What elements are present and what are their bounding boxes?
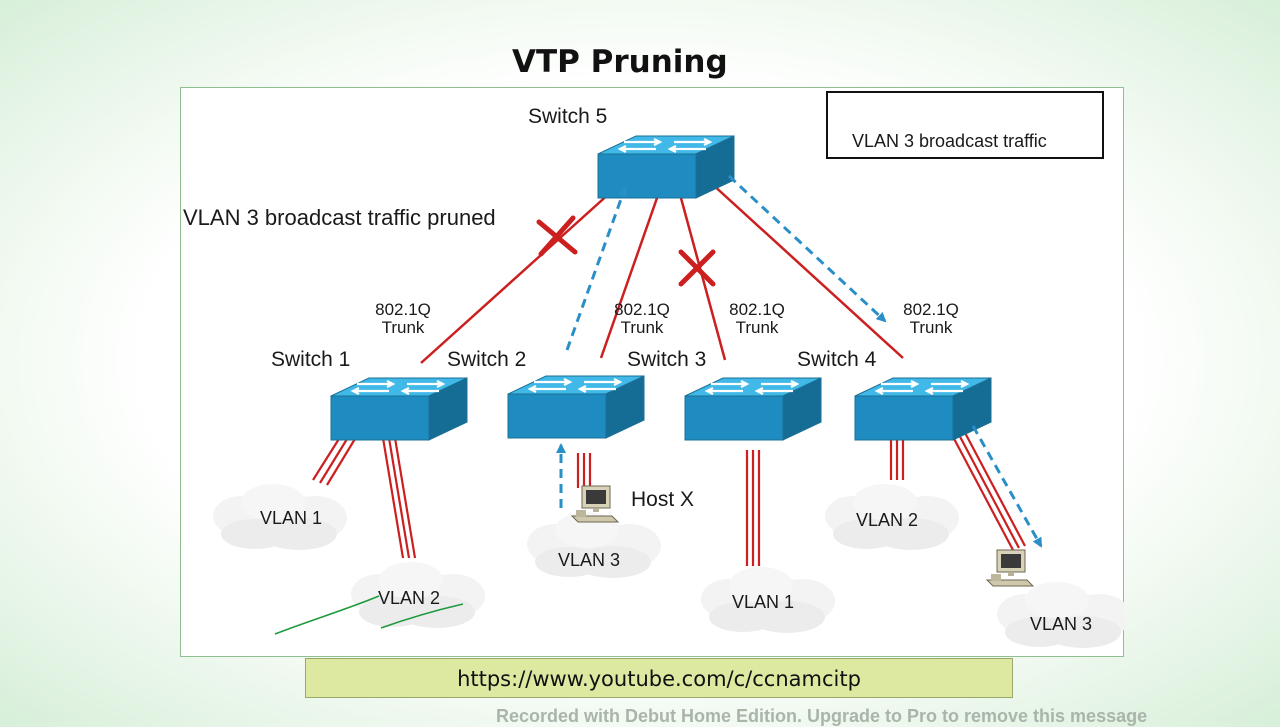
host-x-label: Host X xyxy=(631,488,695,511)
cloud-label-vlan1: VLAN 1 xyxy=(259,508,323,528)
host-x-computer xyxy=(571,485,619,523)
trunk-label-line2: Trunk xyxy=(735,318,779,337)
switch-4-label: Switch 4 xyxy=(797,348,877,371)
trunk-lines xyxy=(420,182,904,364)
cloud-label-vlan2-b: VLAN 2 xyxy=(855,510,919,530)
switch-1 xyxy=(329,376,469,442)
switch-3 xyxy=(683,376,823,442)
switch-2 xyxy=(506,374,646,440)
pen-annotation-2 xyxy=(380,603,464,629)
cloud-label-vlan3: VLAN 3 xyxy=(557,550,621,570)
trunk-label-line2: Trunk xyxy=(381,318,425,337)
switch-5-label: Switch 5 xyxy=(528,105,608,128)
cloud-label-vlan3-b: VLAN 3 xyxy=(1029,614,1093,634)
trunk-label-line2: Trunk xyxy=(909,318,953,337)
legend-label: VLAN 3 broadcast traffic xyxy=(852,131,1047,151)
switch-1-label: Switch 1 xyxy=(271,348,351,371)
trunk-label-line1: 802.1Q xyxy=(729,300,785,319)
cloud-label-vlan2: VLAN 2 xyxy=(377,588,441,608)
trunk-label-line2: Trunk xyxy=(620,318,664,337)
legend: VLAN 3 broadcast traffic xyxy=(826,91,1104,159)
switch-5 xyxy=(596,134,736,200)
pruned-annotation: VLAN 3 broadcast traffic pruned xyxy=(183,205,496,230)
youtube-url-link[interactable]: https://www.youtube.com/c/ccnamcitp xyxy=(305,658,1013,698)
pruned-x-mark-2 xyxy=(678,249,716,287)
cloud-label-vlan1-b: VLAN 1 xyxy=(731,592,795,612)
recorder-watermark: Recorded with Debut Home Edition. Upgrad… xyxy=(496,706,1148,726)
trunk-label-line1: 802.1Q xyxy=(903,300,959,319)
pruned-x-mark xyxy=(536,215,578,257)
diagram-canvas xyxy=(213,107,1125,648)
vtp-pruning-diagram: VLAN 3 broadcast traffic VLAN 3 broadcas… xyxy=(180,87,1125,657)
trunk-label-line1: 802.1Q xyxy=(614,300,670,319)
trunk-label-line1: 802.1Q xyxy=(375,300,431,319)
host-computer-vlan3 xyxy=(986,549,1034,587)
slide-title: VTP Pruning xyxy=(512,44,728,80)
switch-3-label: Switch 3 xyxy=(627,348,707,371)
switch-4 xyxy=(853,376,993,442)
switch-2-label: Switch 2 xyxy=(447,348,527,371)
broadcast-arrows xyxy=(556,174,1043,548)
pen-annotation xyxy=(274,595,380,635)
